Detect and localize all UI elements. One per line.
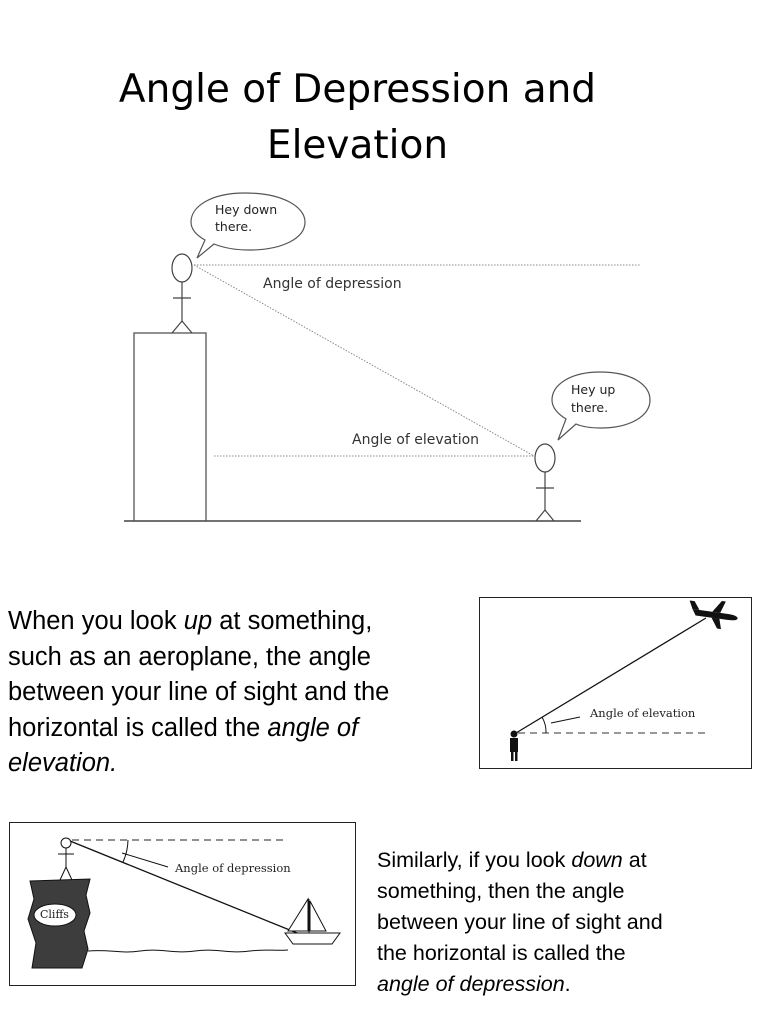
label-angle-of-elevation: Angle of elevation	[352, 432, 479, 448]
emphasis-down: down	[571, 848, 623, 872]
speech-bubble-top	[190, 192, 306, 259]
aeroplane-diagram: Angle of elevation	[479, 597, 752, 769]
angle-arc	[122, 839, 129, 863]
label-pointer	[550, 716, 581, 724]
aeroplane-icon	[689, 600, 738, 630]
title-line-2: Elevation	[266, 123, 449, 168]
text-fragment: horizontal is called the	[8, 713, 268, 742]
title-line-1: Angle of Depression and	[118, 67, 597, 112]
paragraph-line: the horizontal is called the	[377, 941, 626, 965]
line-of-sight	[515, 617, 707, 734]
text-fragment: at	[622, 848, 647, 872]
paragraph-line: horizontal is called the angle of	[8, 711, 473, 747]
paragraph-line: such as an aeroplane, the angle	[8, 642, 371, 671]
bubble-top-line-1: Hey down	[215, 202, 277, 217]
bubble-top-line-2: there.	[215, 219, 252, 234]
label-angle-of-depression: Angle of depression	[175, 861, 291, 875]
emphasis-angle-of-depression: angle of depression	[377, 972, 565, 996]
label-angle-of-depression: Angle of depression	[263, 276, 402, 292]
water-line	[87, 949, 289, 953]
boat-icon	[284, 897, 341, 945]
angle-arc	[541, 716, 547, 734]
text-fragment: .	[564, 972, 571, 996]
label-cliffs: Cliffs	[40, 908, 69, 921]
text-fragment: at something,	[212, 607, 373, 635]
cliff-diagram-svg	[27, 837, 341, 969]
line-of-sight	[193, 264, 535, 457]
paragraph-angle-of-elevation: When you look up at something, such as a…	[8, 604, 473, 782]
line-of-sight	[69, 840, 303, 936]
speech-bubble-bottom	[551, 371, 651, 441]
emphasis-angle-of: angle of	[267, 713, 359, 742]
paragraph-line: angle of depression.	[377, 969, 762, 1000]
top-stick-figure	[171, 253, 193, 334]
emphasis-up: up	[183, 607, 213, 635]
aeroplane-diagram-svg	[510, 600, 738, 761]
cliff-diagram: Angle of depression Cliffs	[9, 822, 356, 986]
text-fragment: Similarly, if you look	[377, 848, 572, 872]
observer-figure	[58, 837, 74, 881]
paragraph-line: Similarly, if you look down at	[377, 845, 762, 876]
label-angle-of-elevation: Angle of elevation	[590, 706, 696, 720]
paragraph-line: When you look up at something,	[8, 604, 473, 640]
emphasis-elevation: elevation.	[8, 749, 118, 777]
observer-figure	[510, 730, 518, 761]
tower	[133, 332, 207, 522]
paragraph-line: something, then the angle	[377, 879, 625, 903]
page-title: Angle of Depression and Elevation	[0, 62, 715, 174]
paragraph-angle-of-depression: Similarly, if you look down at something…	[377, 845, 762, 1000]
bubble-bottom-line-1: Hey up	[571, 382, 615, 397]
paragraph-line: between your line of sight and	[377, 910, 663, 934]
text-fragment: When you look	[8, 607, 184, 635]
label-pointer	[121, 852, 169, 868]
paragraph-line: between your line of sight and the	[8, 678, 390, 706]
bottom-stick-figure	[534, 443, 556, 522]
bubble-bottom-line-2: there.	[571, 400, 608, 415]
cliffs-label-bubble	[33, 903, 77, 927]
